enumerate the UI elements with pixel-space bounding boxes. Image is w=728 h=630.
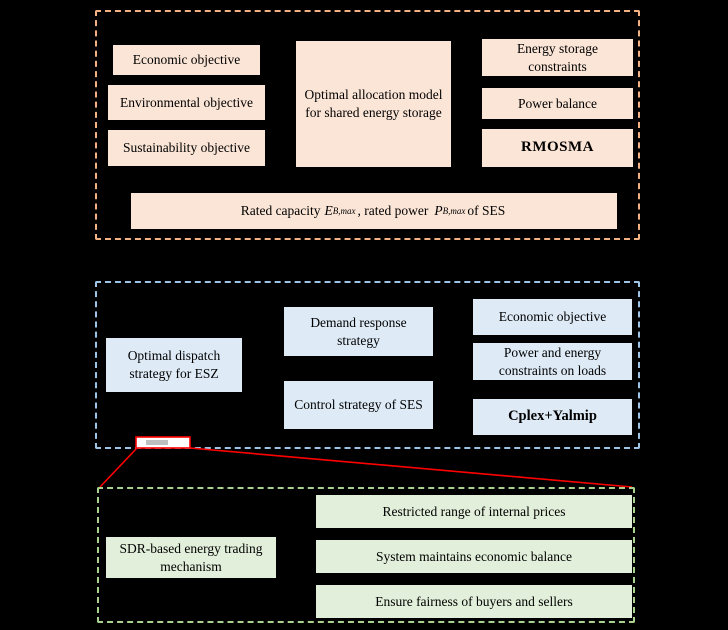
environmental-objective-box: Environmental objective — [107, 84, 266, 121]
capacity-variable: E — [324, 203, 333, 219]
sustainability-objective-box: Sustainability objective — [107, 129, 266, 167]
power-variable: P — [434, 203, 443, 219]
economic-objective-dispatch-box: Economic objective — [472, 298, 633, 336]
power-energy-constraints-box: Power and energy constraints on loads — [472, 342, 633, 381]
restricted-prices-box: Restricted range of internal prices — [315, 494, 633, 529]
zoom-line-right — [189, 447, 633, 488]
zoom-line-left — [99, 447, 138, 488]
rated-text-1: Rated capacity — [240, 203, 321, 219]
cplex-yalmip-box: Cplex+Yalmip — [472, 398, 633, 436]
rmosma-box: RMOSMA — [481, 128, 634, 168]
sdr-trading-box: SDR-based energy trading mechanism — [105, 536, 277, 579]
rated-text-3: of SES — [467, 203, 506, 219]
rated-text-2: , rated power — [357, 203, 429, 219]
allocation-model-box: Optimal allocation model for shared ener… — [295, 40, 452, 168]
control-strategy-box: Control strategy of SES — [283, 380, 434, 430]
demand-response-box: Demand response strategy — [283, 306, 434, 357]
optimal-dispatch-box: Optimal dispatch strategy for ESZ — [105, 337, 243, 393]
economic-objective-box: Economic objective — [112, 44, 261, 76]
economic-balance-box: System maintains economic balance — [315, 539, 633, 574]
fairness-box: Ensure fairness of buyers and sellers — [315, 584, 633, 619]
allocation-layer-panel — [95, 10, 640, 240]
power-balance-box: Power balance — [481, 87, 634, 120]
trading-layer-panel — [97, 487, 635, 623]
storage-constraints-box: Energy storage constraints — [481, 38, 634, 77]
